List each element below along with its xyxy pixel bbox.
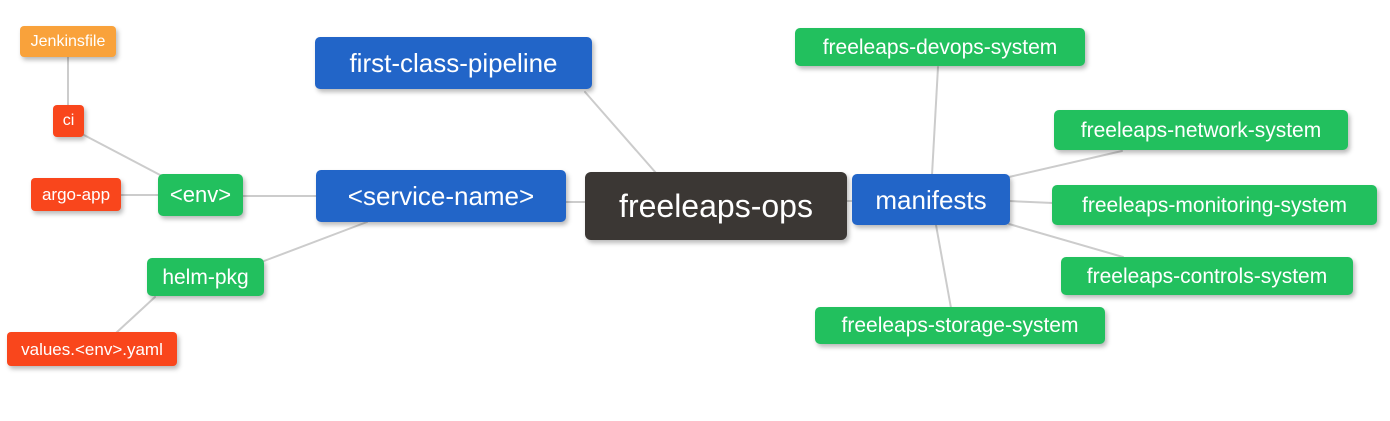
node-values-env-yaml[interactable]: values.<env>.yaml bbox=[7, 332, 177, 366]
node-freeleaps-network-system[interactable]: freeleaps-network-system bbox=[1054, 110, 1348, 150]
node-manifests[interactable]: manifests bbox=[852, 174, 1010, 225]
edge-pipeline-freeleaps-ops bbox=[584, 91, 657, 174]
node-freeleaps-controls-system[interactable]: freeleaps-controls-system bbox=[1061, 257, 1353, 295]
edge-manifests-controls bbox=[1008, 223, 1124, 258]
node-helm-pkg[interactable]: helm-pkg bbox=[147, 258, 264, 296]
edge-manifests-storage bbox=[935, 224, 952, 309]
node-service-name[interactable]: <service-name> bbox=[316, 170, 566, 222]
edge-manifests-devops bbox=[931, 66, 939, 176]
node-freeleaps-monitoring-system[interactable]: freeleaps-monitoring-system bbox=[1052, 185, 1377, 225]
edge-manifests-network bbox=[1008, 150, 1123, 178]
node-ci[interactable]: ci bbox=[53, 105, 84, 137]
node-freeleaps-devops-system[interactable]: freeleaps-devops-system bbox=[795, 28, 1085, 66]
node-freeleaps-ops[interactable]: freeleaps-ops bbox=[585, 172, 847, 240]
node-freeleaps-storage-system[interactable]: freeleaps-storage-system bbox=[815, 307, 1105, 344]
edge-manifests-monitoring bbox=[1008, 200, 1054, 204]
edge-values-helm-pkg bbox=[115, 296, 156, 334]
node-env[interactable]: <env> bbox=[158, 174, 243, 216]
node-argo-app[interactable]: argo-app bbox=[31, 178, 121, 211]
edge-ci-env bbox=[81, 133, 163, 177]
node-jenkinsfile[interactable]: Jenkinsfile bbox=[20, 26, 116, 57]
edge-helm-pkg-service-name bbox=[263, 221, 368, 262]
node-first-class-pipeline[interactable]: first-class-pipeline bbox=[315, 37, 592, 89]
